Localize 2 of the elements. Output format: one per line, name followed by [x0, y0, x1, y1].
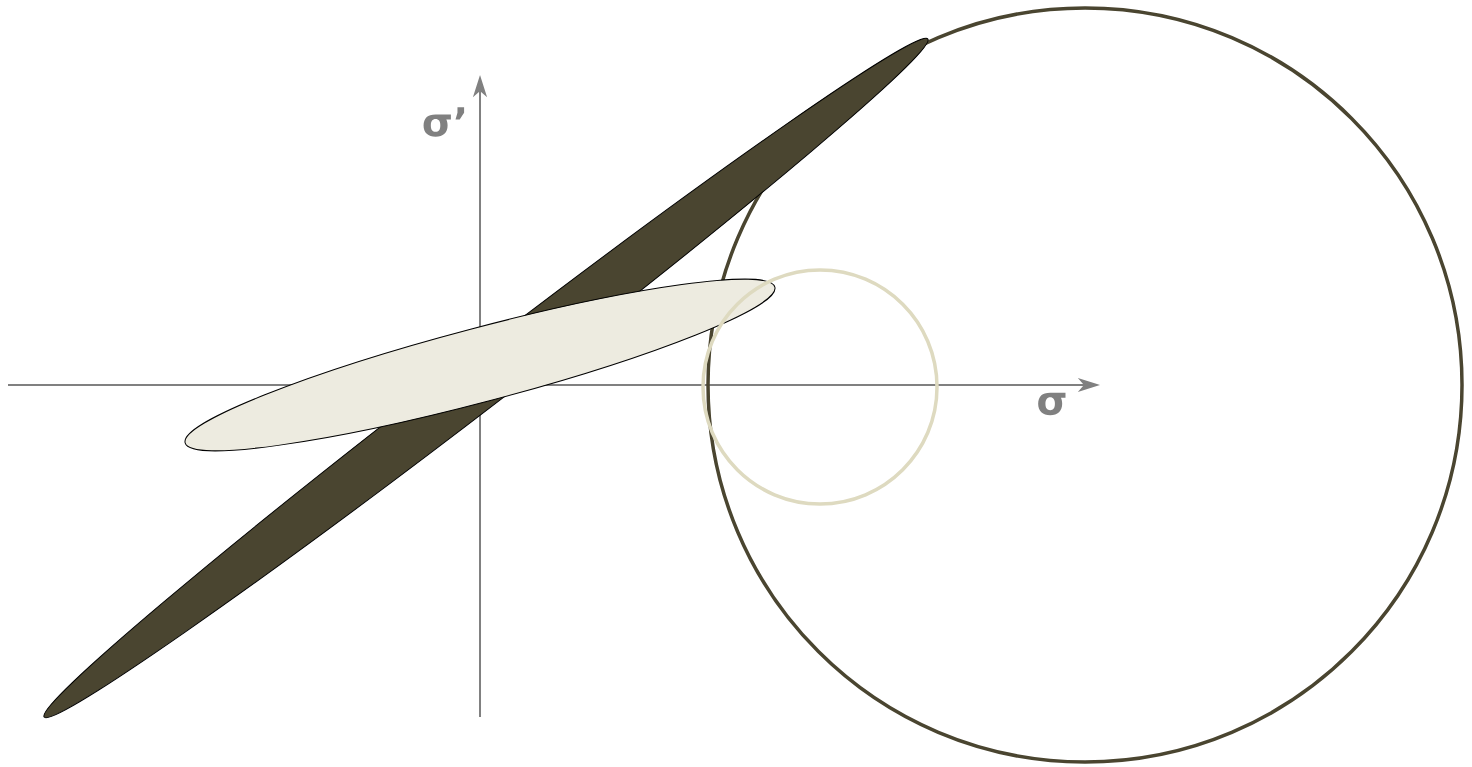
axis-label: σ’ — [423, 107, 465, 137]
axis-label: σ — [1038, 392, 1066, 416]
